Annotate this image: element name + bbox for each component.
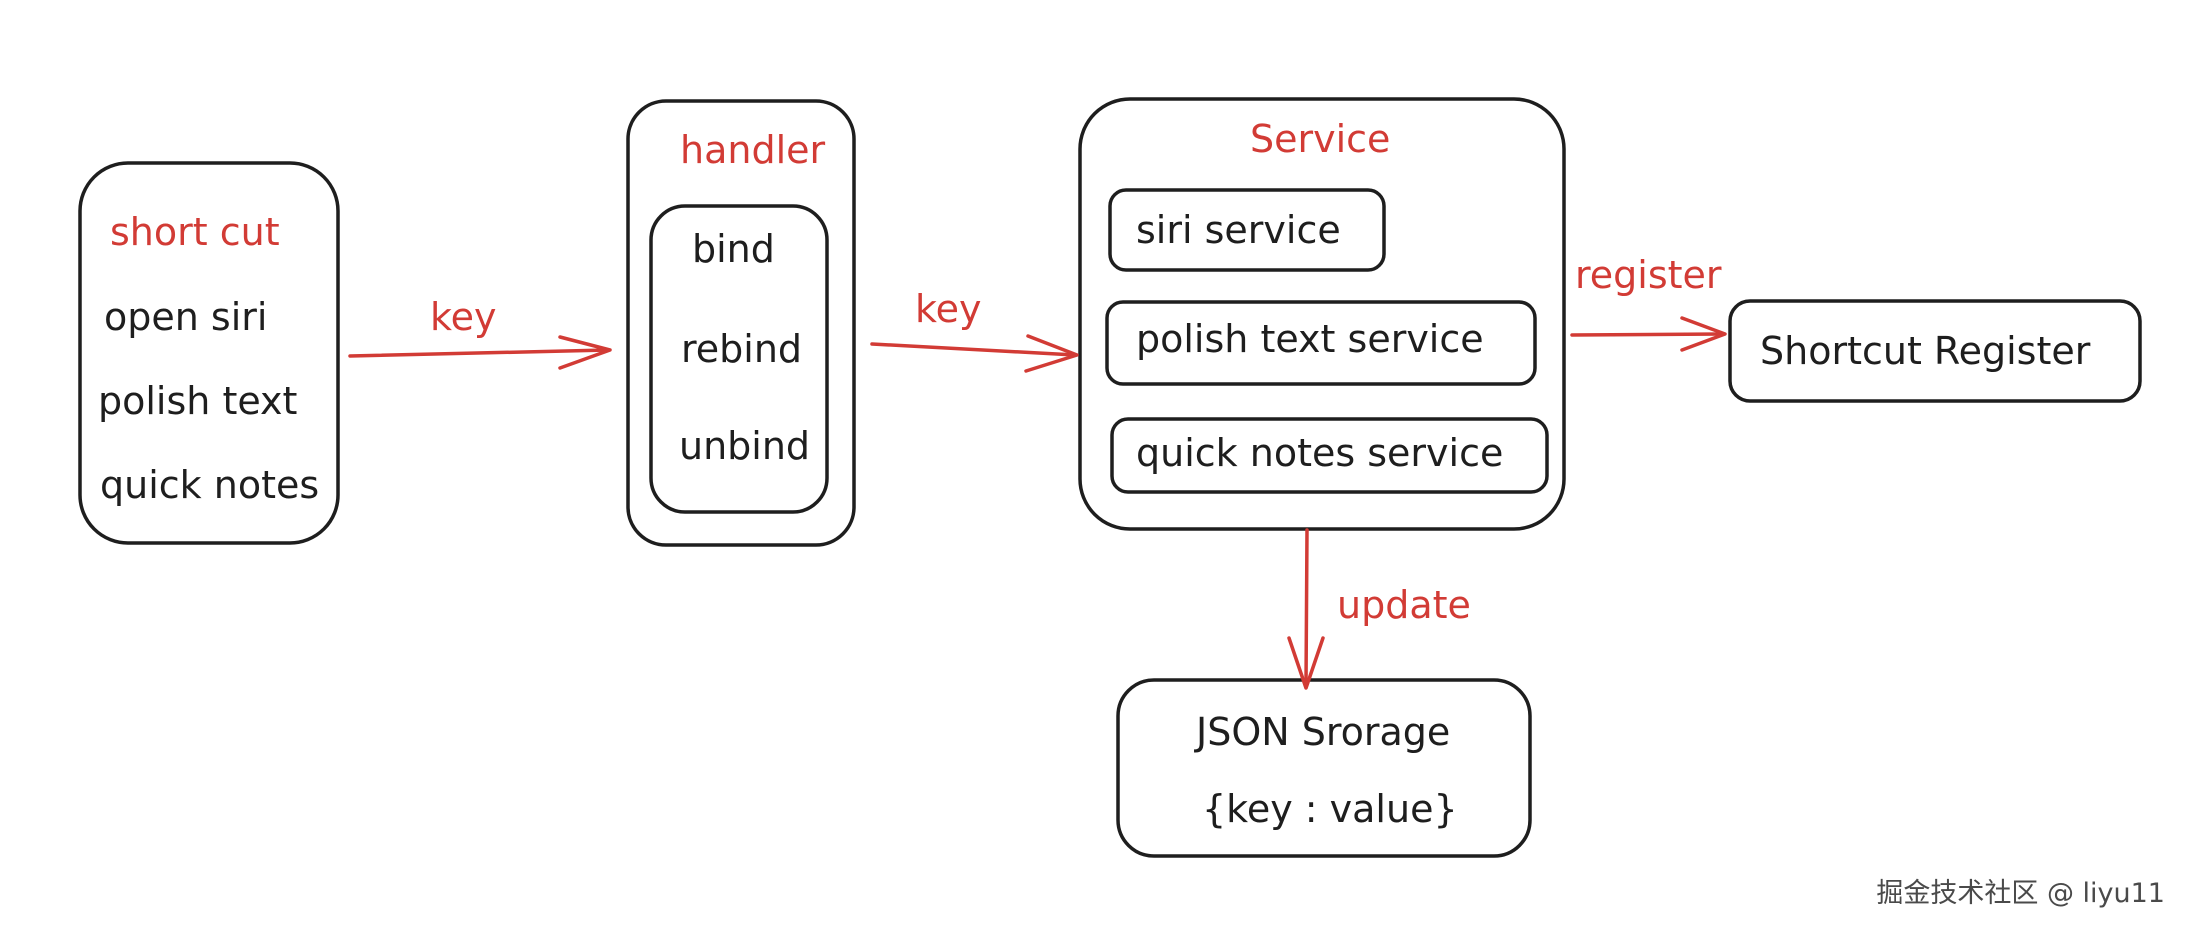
arrow-handler-to-service xyxy=(870,342,1077,357)
edge-shortcut-to-handler[interactable]: key xyxy=(348,295,612,370)
arrowhead-service-to-register xyxy=(1680,316,1727,352)
edge-label-key-2: key xyxy=(915,287,982,331)
quick-notes-service-frame xyxy=(1110,417,1549,494)
edge-label-key-1: key xyxy=(430,295,497,339)
siri-service-frame xyxy=(1108,188,1386,272)
shortcut-title: short cut xyxy=(110,210,280,254)
watermark-text: 掘金技术社区 @ liyu11 xyxy=(1876,878,2165,909)
polish-text-service-label: polish text service xyxy=(1136,317,1484,361)
edge-label-update: update xyxy=(1337,583,1471,627)
handler-item-rebind: rebind xyxy=(681,327,802,371)
handler-node[interactable]: handler bind rebind unbind xyxy=(626,99,856,547)
service-title: Service xyxy=(1250,117,1390,161)
handler-item-bind: bind xyxy=(692,227,775,271)
arrow-shortcut-to-handler xyxy=(348,348,610,358)
json-storage-frame xyxy=(1116,678,1532,858)
shortcut-item-open-siri: open siri xyxy=(104,295,267,339)
arrow-service-to-storage xyxy=(1304,528,1309,687)
arrowhead-handler-to-service xyxy=(1024,334,1079,373)
shortcut-register-node[interactable]: Shortcut Register xyxy=(1728,299,2142,403)
shortcut-register-frame xyxy=(1728,299,2142,403)
handler-inner-frame xyxy=(649,204,829,514)
handler-item-unbind: unbind xyxy=(679,424,810,468)
shortcut-item-polish-text: polish text xyxy=(98,379,297,423)
shortcut-item-quick-notes: quick notes xyxy=(100,463,319,507)
json-storage-title: JSON Srorage xyxy=(1194,710,1450,754)
edge-label-register: register xyxy=(1575,253,1722,297)
shortcut-box-frame xyxy=(78,161,340,545)
shortcut-node[interactable]: short cut open siri polish text quick no… xyxy=(78,161,340,545)
shortcut-register-label: Shortcut Register xyxy=(1760,329,2091,373)
handler-title: handler xyxy=(680,128,826,172)
edge-handler-to-service[interactable]: key xyxy=(870,287,1079,373)
handler-box-frame xyxy=(626,99,856,547)
service-node[interactable]: Service siri service polish text service… xyxy=(1078,97,1566,531)
arrowhead-service-to-storage xyxy=(1287,636,1325,690)
json-storage-node[interactable]: JSON Srorage {key : value} xyxy=(1116,678,1532,858)
arrowhead-shortcut-to-handler xyxy=(558,335,612,370)
arrow-service-to-register xyxy=(1570,332,1724,337)
edge-service-to-register[interactable]: register xyxy=(1570,253,1727,352)
service-box-frame xyxy=(1078,97,1566,531)
siri-service-label: siri service xyxy=(1136,208,1341,252)
polish-text-service-frame xyxy=(1105,300,1537,386)
quick-notes-service-label: quick notes service xyxy=(1136,431,1503,475)
edge-service-to-storage[interactable]: update xyxy=(1287,528,1471,690)
json-storage-subtitle: {key : value} xyxy=(1202,787,1458,831)
